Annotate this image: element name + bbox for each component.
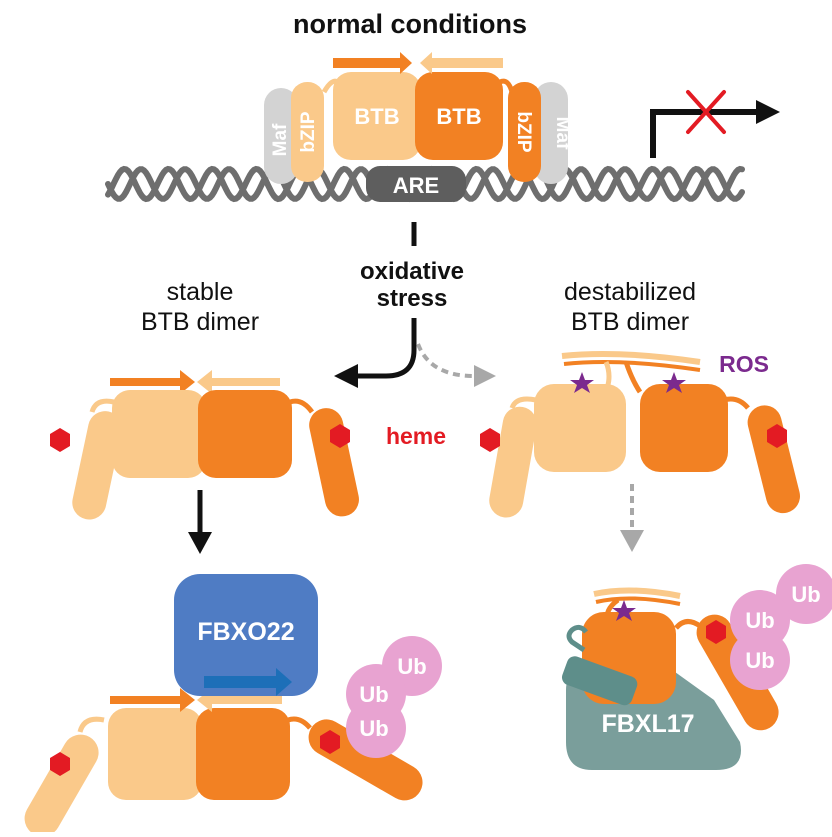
are-label: ARE: [393, 173, 439, 198]
fbxl17-complex: FBXL17 Ub Ub Ub: [561, 564, 832, 770]
arrow-to-destabilized: [416, 343, 496, 387]
fbxl17-ub-label-1: Ub: [791, 582, 820, 607]
maf-right-label: Maf: [552, 117, 573, 150]
ros-star-right-icon: [662, 372, 686, 393]
btb-left-domain: [333, 72, 421, 160]
transcription-start-arrow: [650, 100, 780, 158]
destab-heme-right-icon: [767, 424, 787, 448]
destabilized-label-line2: BTB dimer: [571, 308, 689, 336]
fbxl17-ub-label-3: Ub: [745, 648, 774, 673]
are-element: [366, 166, 466, 202]
heme-label: heme: [386, 423, 446, 449]
stable-dimer: [50, 370, 359, 520]
btb-right-label: BTB: [436, 104, 481, 129]
destab-bzip-right: [747, 405, 800, 514]
stress-label-line1: oxidative: [360, 258, 464, 285]
fbxo22-ub-label-1: Ub: [397, 654, 426, 679]
destab-btb-left: [534, 384, 626, 472]
normal-complex: Maf bZIP Maf bZIP BTB BTB ARE: [264, 52, 573, 202]
ros-star-left-icon: [570, 372, 594, 393]
fbxo22-beta-arrow-icon: [204, 668, 292, 696]
stable-heme-right-icon: [330, 424, 350, 448]
stable-label-line2: BTB dimer: [141, 308, 259, 336]
bzip-left-label: bZIP: [298, 111, 319, 152]
stable-bzip-left: [72, 411, 123, 520]
stable-btb-left: [112, 390, 206, 478]
maf-left-domain: [264, 88, 298, 184]
fbxl17-label: FBXL17: [601, 710, 694, 738]
fbxo22-label: FBXO22: [197, 618, 294, 646]
fbxl17-ros-star-icon: [612, 600, 636, 621]
blocked-cross-icon: [686, 90, 726, 134]
arrow-to-stable: [334, 318, 417, 388]
stable-btb-right: [198, 390, 292, 478]
fbxo22-box: [174, 574, 318, 696]
fbxo22-ub-label-3: Ub: [359, 716, 388, 741]
arrow-stable-to-fbxo22: [188, 490, 212, 554]
bzip-right-domain: [508, 82, 541, 182]
fbxl17-ub-1: [776, 564, 832, 624]
ros-label: ROS: [719, 351, 769, 377]
stable-bzip-right: [309, 408, 359, 517]
bzip-right-label: bZIP: [513, 111, 534, 152]
stress-label-line2: stress: [377, 285, 448, 312]
fbxl17-ub-3: [730, 630, 790, 690]
destabilized-dimer: [480, 351, 800, 518]
destab-btb-right: [640, 384, 728, 472]
arrow-destab-to-fbxl17: [620, 484, 644, 552]
fbxl17-ub-label-2: Ub: [745, 608, 774, 633]
maf-right-domain: [534, 82, 568, 184]
fbxo22-complex: FBXO22 Ub Ub Ub: [24, 574, 442, 837]
fbxo22-ub-label-2: Ub: [359, 682, 388, 707]
btb-right-domain: [415, 72, 503, 160]
destab-heme-left-icon: [480, 428, 500, 452]
fbxo22-ub-3: [346, 698, 406, 758]
btb-left-label: BTB: [354, 104, 399, 129]
destabilized-label-line1: destabilized: [564, 278, 696, 306]
destab-bzip-left: [489, 406, 537, 518]
title-normal-conditions: normal conditions: [293, 9, 527, 39]
stable-heme-left-icon: [50, 428, 70, 452]
bzip-left-domain: [291, 82, 324, 182]
maf-left-label: Maf: [270, 123, 291, 156]
stable-label-line1: stable: [167, 278, 234, 306]
